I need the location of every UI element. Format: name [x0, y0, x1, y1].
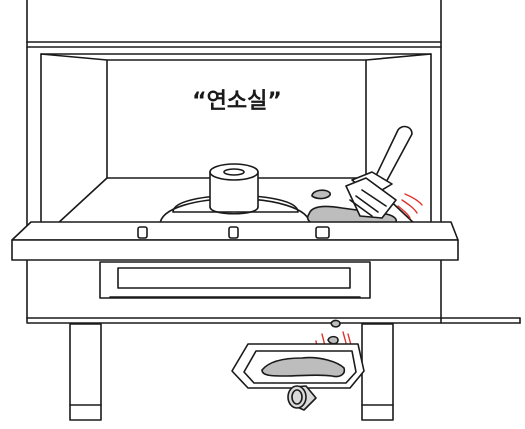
ash-pan — [232, 344, 364, 410]
burner-cylinder — [210, 164, 258, 214]
chamber-label: “연소실” — [192, 89, 282, 114]
ash-drawer-housing — [100, 262, 370, 298]
front-sill — [12, 222, 458, 260]
